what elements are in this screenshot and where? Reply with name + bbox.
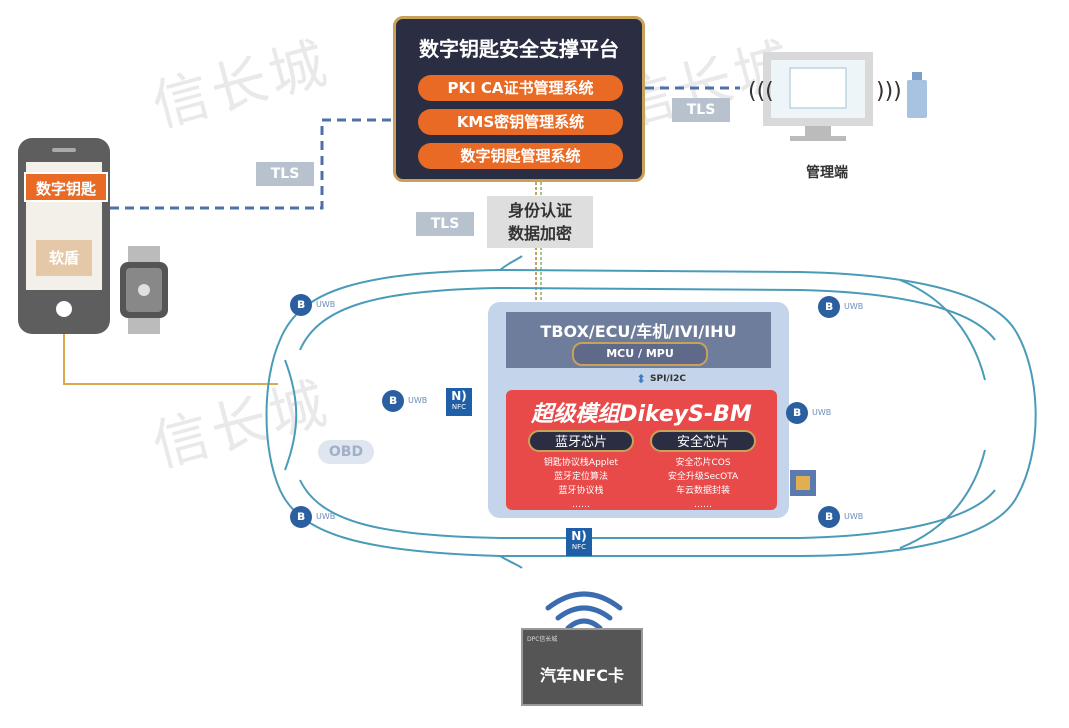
bus-arrow-icon: ⬍ xyxy=(636,372,647,386)
pki-ca-system: PKI CA证书管理系统 xyxy=(418,75,623,101)
uwb-label: UWB xyxy=(812,408,832,417)
digital-key-system: 数字钥匙管理系统 xyxy=(418,143,623,169)
signal-left-icon: ((( xyxy=(748,79,774,104)
nfc-label: NFC xyxy=(571,543,587,551)
uwb-label: UWB xyxy=(316,512,336,521)
kms-system: KMS密钥管理系统 xyxy=(418,109,623,135)
obd-port: OBD xyxy=(318,440,374,464)
smartwatch-icon xyxy=(120,246,168,334)
bluetooth-icon: ʙ xyxy=(382,390,404,412)
nfc-badge: N)NFC xyxy=(566,528,592,556)
management-label: 管理端 xyxy=(806,165,848,181)
nfc-icon: N) xyxy=(571,529,587,543)
feature-item: 蓝牙定位算法 xyxy=(553,472,608,482)
signal-right-icon: ))) xyxy=(876,79,902,104)
feature-item: 蓝牙协议栈 xyxy=(558,486,604,496)
nfc-label: NFC xyxy=(451,403,467,411)
phone-home-button xyxy=(56,301,72,317)
feature-item: 车云数据封装 xyxy=(675,486,730,496)
nfc-badge: N)NFC xyxy=(446,388,472,416)
tbox-label: TBOX/ECU/车机/IVI/IHU xyxy=(540,322,737,341)
mcu-mpu-badge: MCU / MPU xyxy=(572,342,708,366)
feature-item: 安全芯片COS xyxy=(675,458,731,468)
soft-shield-app: 软盾 xyxy=(36,240,92,276)
monitor-icon xyxy=(763,52,873,141)
feature-item: 钥匙协议栈Applet xyxy=(543,458,619,468)
security-chip: 安全芯片 xyxy=(650,430,756,452)
bus-label: SPI/I2C xyxy=(650,374,686,384)
tls-link-phone xyxy=(110,118,393,210)
bluetooth-icon: ʙ xyxy=(818,506,840,528)
security-platform: 数字钥匙安全支撑平台 PKI CA证书管理系统 KMS密钥管理系统 数字钥匙管理… xyxy=(393,16,645,182)
features-right: 安全芯片COS 安全升级SecOTA 车云数据封装 …… xyxy=(643,456,763,512)
uwb-label: UWB xyxy=(844,302,864,311)
bluetooth-icon: ʙ xyxy=(786,402,808,424)
chip-icon xyxy=(790,470,816,496)
nfc-wave-icon xyxy=(545,591,623,631)
tls-label-phone: TLS xyxy=(256,162,314,186)
nfc-card: DPC信长城 汽车NFC卡 xyxy=(521,628,643,706)
phone-wire xyxy=(63,334,278,385)
auth-line2: 数据加密 xyxy=(507,224,572,243)
digital-key-app: 数字钥匙 xyxy=(24,172,108,202)
vehicle-module: TBOX/ECU/车机/IVI/IHU MCU / MPU 超级模组DikeyS… xyxy=(488,302,789,518)
tls-label-management: TLS xyxy=(672,98,730,122)
tls-label-vehicle: TLS xyxy=(416,212,474,236)
smartphone: 软盾 数字钥匙 xyxy=(18,138,110,334)
bluetooth-icon: ʙ xyxy=(818,296,840,318)
module-title: 超级模组DikeyS-BM xyxy=(531,402,752,427)
car-outline xyxy=(265,255,1037,569)
feature-item: 安全升级SecOTA xyxy=(667,472,739,482)
uwb-label: UWB xyxy=(408,396,428,405)
card-title: 汽车NFC卡 xyxy=(539,666,625,685)
nfc-icon: N) xyxy=(451,389,467,403)
uwb-label: UWB xyxy=(844,512,864,521)
phone-speaker xyxy=(52,148,76,152)
tbox-ecu-box: TBOX/ECU/车机/IVI/IHU MCU / MPU xyxy=(506,312,771,368)
features-left: 钥匙协议栈Applet 蓝牙定位算法 蓝牙协议栈 …… xyxy=(521,456,641,512)
dikeys-bm-module: 超级模组DikeyS-BM 蓝牙芯片 安全芯片 钥匙协议栈Applet 蓝牙定位… xyxy=(506,390,777,510)
platform-title: 数字钥匙安全支撑平台 xyxy=(419,37,619,61)
uwb-label: UWB xyxy=(316,300,336,309)
bluetooth-chip: 蓝牙芯片 xyxy=(528,430,634,452)
auth-encrypt-box: 身份认证 数据加密 xyxy=(487,196,593,248)
feature-item: …… xyxy=(572,500,590,510)
feature-item: …… xyxy=(694,500,712,510)
bluetooth-icon: ʙ xyxy=(290,294,312,316)
bluetooth-icon: ʙ xyxy=(290,506,312,528)
card-brand: DPC信长城 xyxy=(527,636,558,643)
auth-line1: 身份认证 xyxy=(507,201,572,220)
usb-key-icon xyxy=(907,72,927,118)
